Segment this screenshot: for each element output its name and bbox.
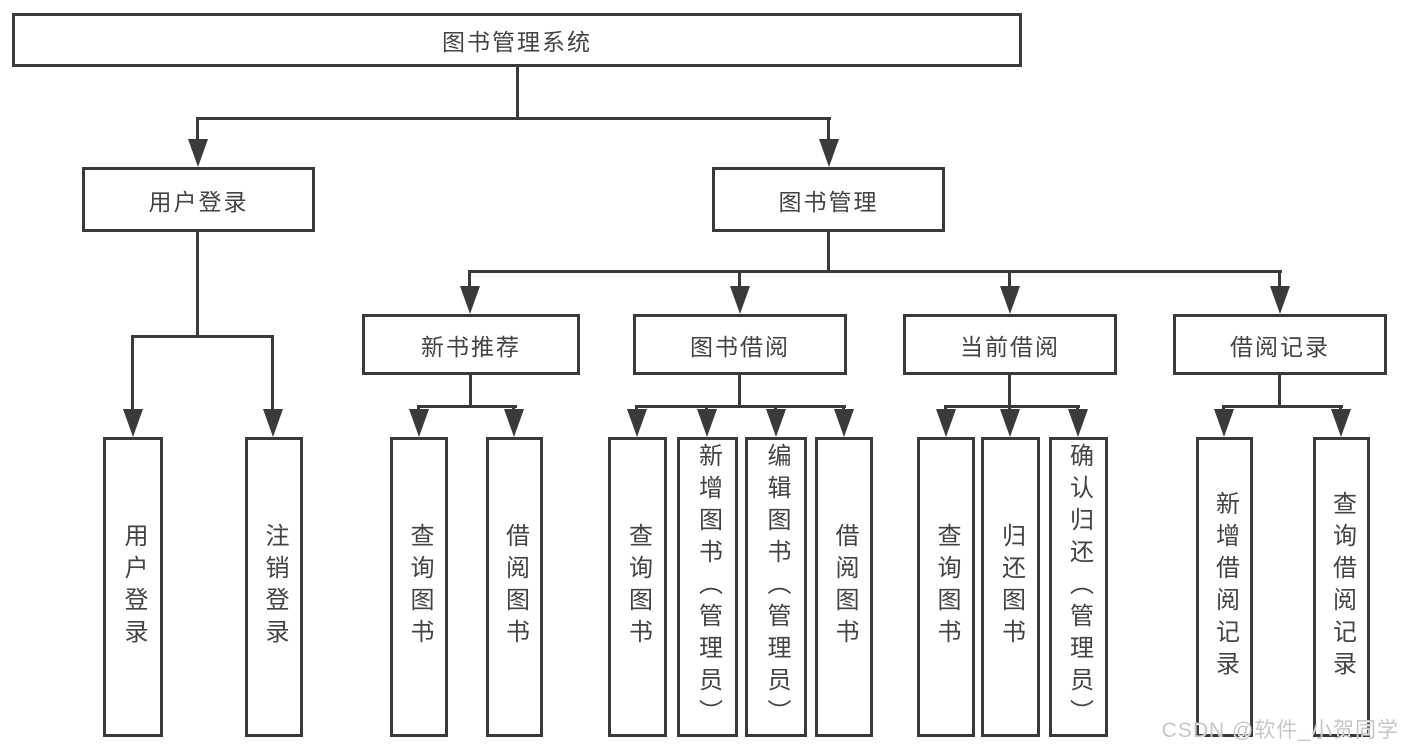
connector-branch-borrowrecord [1222, 405, 1343, 408]
connector-arrow-line [131, 335, 134, 411]
node-borrow-record-label: 借阅记录 [1230, 333, 1330, 360]
leaf-user-login: 用户登录 [103, 437, 163, 737]
connector-branch-currentborrow [944, 405, 1080, 408]
node-borrow-record: 借阅记录 [1173, 314, 1387, 375]
csdn-watermark: CSDN @软件_小贺同学 [1161, 719, 1399, 742]
arrowhead [834, 409, 854, 437]
node-root: 图书管理系统 [12, 13, 1022, 67]
node-current-borrow-label: 当前借阅 [960, 333, 1060, 360]
connector-newbook-stem [469, 375, 472, 408]
node-user-login-label: 用户登录 [148, 188, 249, 215]
node-book-management: 图书管理 [712, 167, 945, 232]
connector-root-stem [516, 67, 519, 120]
arrowhead [1214, 409, 1234, 437]
node-book-borrow: 图书借阅 [633, 314, 847, 375]
leaf-borrow-book: 借阅图书 [815, 437, 873, 737]
leaf-edit-book-admin: 编辑图书（管理员） [745, 437, 807, 737]
leaf-confirm-return-admin-label: 确认归还（管理员） [1065, 443, 1093, 731]
leaf-add-borrow-record: 新增借阅记录 [1196, 437, 1253, 737]
arrowhead [123, 409, 143, 437]
arrowhead [697, 409, 717, 437]
arrowhead [819, 139, 839, 167]
leaf-newbook-borrow-book-label: 借阅图书 [501, 523, 529, 651]
arrowhead [1331, 409, 1351, 437]
connector-arrow-line [271, 335, 274, 411]
arrowhead [409, 409, 429, 437]
connector-userlogin-stem [196, 232, 199, 338]
leaf-borrow-query-book-label: 查询图书 [624, 523, 652, 651]
arrowhead [460, 286, 480, 314]
node-root-label: 图书管理系统 [442, 29, 592, 55]
leaf-logout: 注销登录 [245, 437, 303, 737]
connector-borrowrecord-stem [1278, 375, 1281, 408]
connector-branch-l1 [196, 117, 831, 120]
connector-branch-userlogin [131, 335, 274, 338]
leaf-current-query-book: 查询图书 [917, 437, 975, 737]
connector-branch-newbook [417, 405, 517, 408]
connector-branch-l2 [468, 270, 1282, 273]
node-book-management-label: 图书管理 [778, 188, 879, 215]
leaf-add-borrow-record-label: 新增借阅记录 [1211, 491, 1239, 683]
connector-currentborrow-stem [1008, 375, 1011, 408]
leaf-borrow-book-label: 借阅图书 [831, 523, 858, 651]
connector-arrow-line [827, 117, 830, 147]
arrowhead [188, 139, 208, 167]
connector-bookborrow-stem [738, 375, 741, 408]
leaf-user-login-label: 用户登录 [120, 523, 147, 651]
node-user-login: 用户登录 [82, 167, 315, 232]
arrowhead [730, 286, 750, 314]
leaf-current-query-book-label: 查询图书 [933, 523, 960, 651]
connector-bookmgmt-stem [827, 232, 830, 273]
connector-arrow-line [1008, 270, 1011, 290]
arrowhead [1068, 409, 1088, 437]
node-new-book-recommend-label: 新书推荐 [421, 333, 521, 360]
leaf-return-book: 归还图书 [981, 437, 1040, 737]
leaf-edit-book-admin-label: 编辑图书（管理员） [763, 443, 790, 731]
leaf-add-book-admin: 新增图书（管理员） [677, 437, 738, 737]
connector-arrow-line [196, 117, 199, 147]
leaf-newbook-query-book: 查询图书 [390, 437, 448, 737]
leaf-confirm-return-admin: 确认归还（管理员） [1049, 437, 1108, 737]
leaf-newbook-query-book-label: 查询图书 [406, 523, 433, 651]
leaf-add-book-admin-label: 新增图书（管理员） [694, 443, 722, 731]
connector-arrow-line [1278, 270, 1281, 290]
node-current-borrow: 当前借阅 [903, 314, 1117, 375]
arrowhead [1270, 286, 1290, 314]
arrowhead [1000, 286, 1020, 314]
connector-arrow-line [738, 270, 741, 290]
arrowhead [766, 409, 786, 437]
arrowhead [936, 409, 956, 437]
connector-branch-bookborrow [635, 405, 846, 408]
leaf-return-book-label: 归还图书 [997, 523, 1025, 651]
connector-arrow-line [468, 270, 471, 290]
arrowhead [263, 409, 283, 437]
leaf-newbook-borrow-book: 借阅图书 [486, 437, 543, 737]
arrowhead [627, 409, 647, 437]
arrowhead [1000, 409, 1020, 437]
leaf-query-borrow-record-label: 查询借阅记录 [1328, 491, 1356, 683]
node-book-borrow-label: 图书借阅 [690, 333, 790, 360]
leaf-query-borrow-record: 查询借阅记录 [1313, 437, 1370, 737]
node-new-book-recommend: 新书推荐 [362, 314, 580, 375]
leaf-logout-label: 注销登录 [261, 523, 288, 651]
leaf-borrow-query-book: 查询图书 [608, 437, 667, 737]
arrowhead [504, 409, 524, 437]
